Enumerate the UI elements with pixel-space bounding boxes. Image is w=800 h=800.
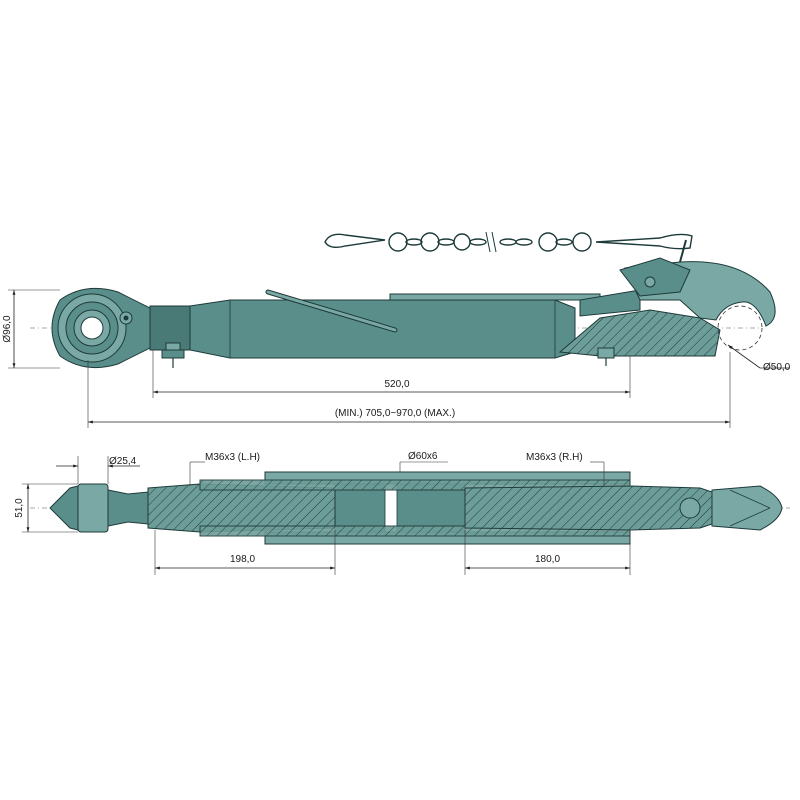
dim-label: Ø50,0 (763, 362, 791, 373)
dim-label: 520,0 (384, 379, 409, 390)
dimension-left-thread-198: 198,0 (154, 530, 336, 575)
label-thread-left: M36x3 (L.H) (189, 452, 260, 486)
hook-section (711, 485, 783, 531)
left-threaded-rod (147, 483, 336, 533)
tube-section (199, 471, 631, 545)
right-threaded-rod (464, 485, 713, 531)
dimension-hook-50: Ø50,0 (727, 344, 791, 373)
dimension-length-520: 520,0 (152, 350, 631, 398)
lock-nut (149, 305, 191, 368)
dim-label: M36x3 (L.H) (205, 452, 260, 463)
label-tube-60: Ø60x6 (399, 451, 448, 472)
dim-label: 198,0 (230, 554, 255, 565)
dim-label: Ø60x6 (408, 451, 438, 462)
dimension-length-range: (MIN.) 705,0~970,0 (MAX.) (87, 352, 731, 428)
dimension-height-96: Ø96,0 (2, 289, 60, 369)
dim-label: Ø25,4 (109, 456, 137, 467)
dimension-width-51: 51,0 (14, 483, 78, 533)
tube-body (189, 299, 576, 359)
ball-joint-eye (51, 287, 151, 369)
dim-label: Ø96,0 (2, 315, 13, 343)
dim-label: 51,0 (14, 498, 25, 518)
dim-label: 180,0 (535, 554, 560, 565)
dimension-right-thread-180: 180,0 (464, 530, 631, 575)
adjustment-handle (265, 289, 398, 333)
safety-chain (324, 231, 693, 253)
dimension-ball-25: Ø25,4 (56, 456, 140, 484)
ball-joint-section (49, 483, 149, 533)
top-link-section-view: Ø25,4 51,0 M36x3 (L.H) Ø60x6 M36x3 (R.H) (14, 451, 790, 575)
top-link-side-view: Ø96,0 Ø50,0 520,0 (MIN.) 705,0~970,0 (MA… (2, 231, 791, 428)
hook-end (389, 239, 776, 366)
dim-label: (MIN.) 705,0~970,0 (MAX.) (335, 408, 455, 419)
dim-label: M36x3 (R.H) (526, 452, 583, 463)
label-thread-right: M36x3 (R.H) (526, 452, 605, 486)
